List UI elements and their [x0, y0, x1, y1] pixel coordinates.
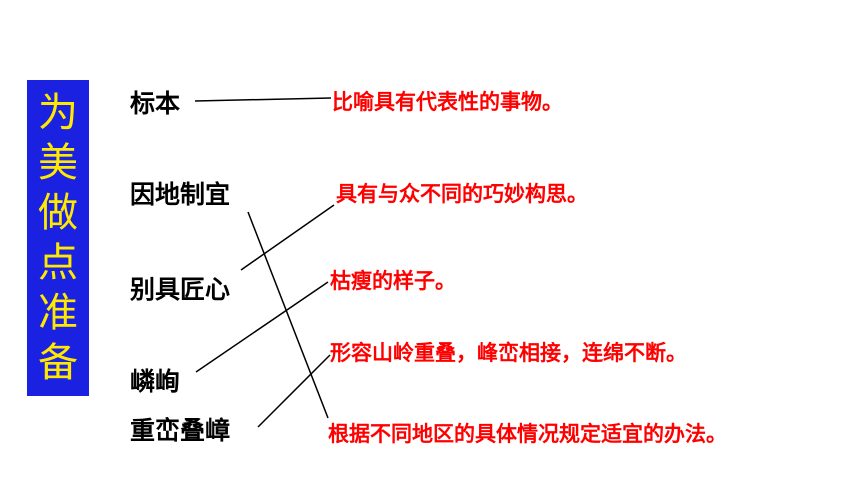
match-line-biejujiangxin: [240, 204, 335, 271]
definition-3: 枯瘦的样子。: [330, 269, 456, 293]
match-line-chongluandiezhang: [257, 354, 331, 428]
banner-char: 做: [38, 190, 78, 236]
definition-2: 具有与众不同的巧妙构思。: [336, 182, 588, 206]
term-chongluandiezhang: 重峦叠嶂: [130, 416, 231, 445]
definition-4: 形容山岭重叠，峰峦相接，连绵不断。: [330, 341, 687, 365]
definition-5: 根据不同地区的具体情况规定适宜的办法。: [328, 422, 727, 446]
banner-char: 备: [38, 340, 78, 386]
banner-char: 美: [38, 140, 78, 186]
term-linxun: 嶙峋: [130, 367, 181, 396]
match-line-linxun: [195, 281, 329, 373]
banner-char: 准: [38, 290, 78, 336]
term-biejujiangxin: 别具匠心: [130, 275, 231, 304]
banner-char: 为: [38, 90, 78, 136]
term-biaoben: 标本: [130, 89, 181, 118]
side-banner: 为 美 做 点 准 备: [27, 80, 89, 396]
match-line-biaoben: [194, 97, 332, 102]
banner-char: 点: [38, 240, 78, 286]
term-yindizhiyi: 因地制宜: [130, 180, 231, 209]
match-line-yindizhiyi: [247, 211, 329, 419]
definition-1: 比喻具有代表性的事物。: [332, 90, 563, 114]
